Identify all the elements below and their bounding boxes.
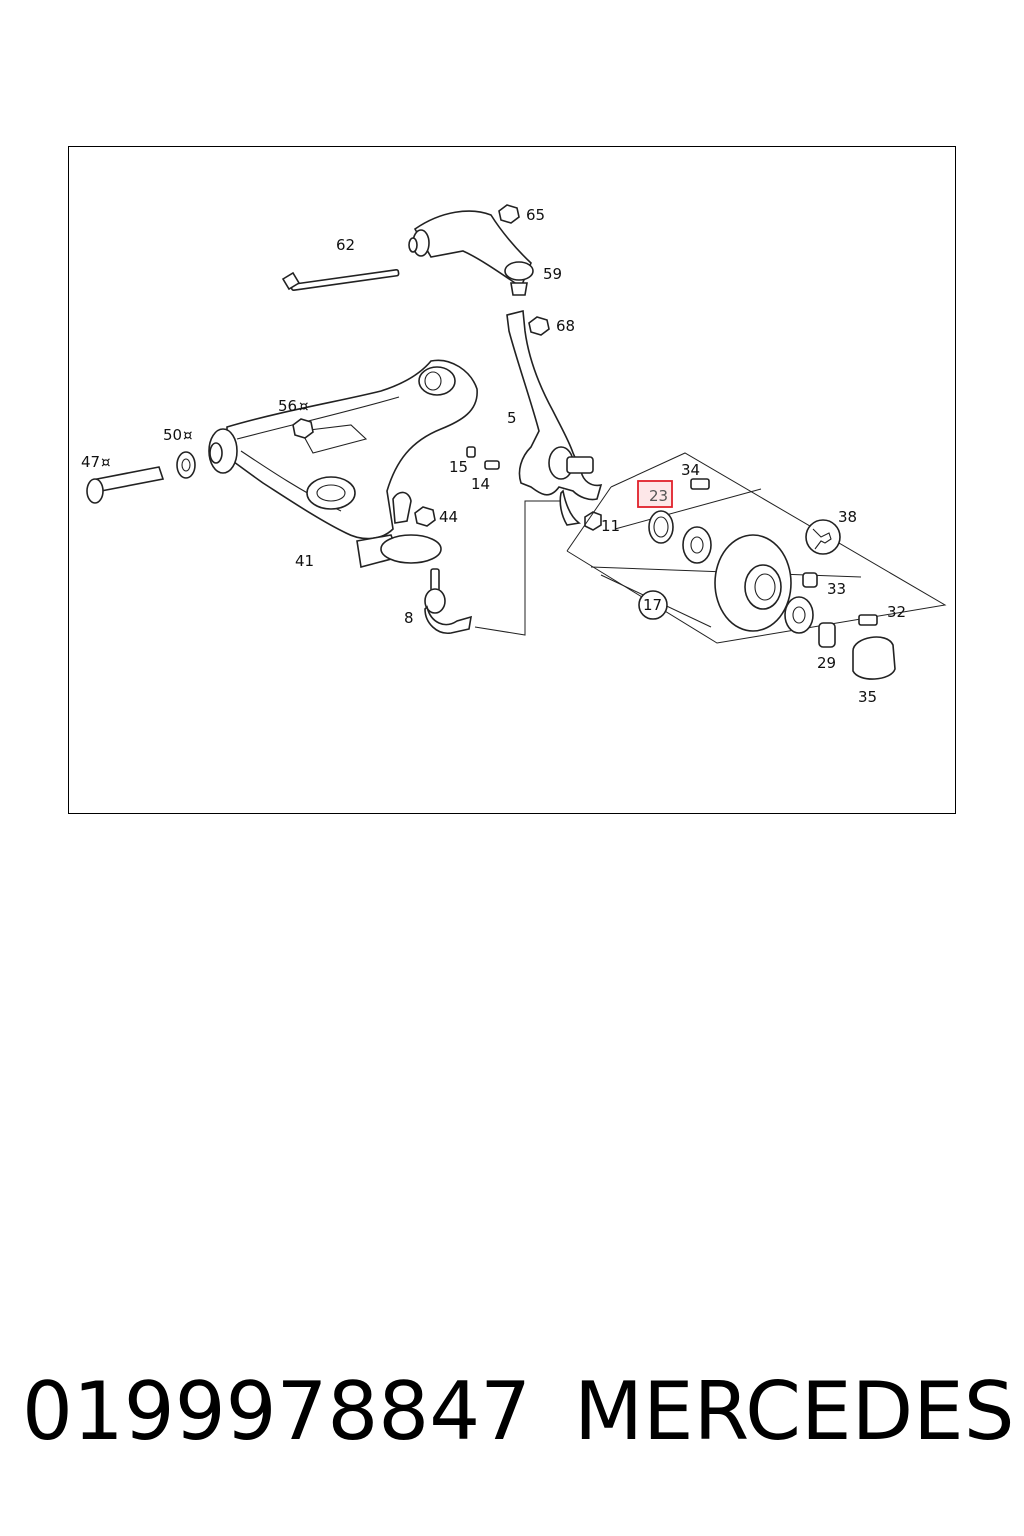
part-number: 0199978847 (22, 1365, 531, 1458)
nut-part (528, 316, 550, 336)
bolt-part (86, 466, 165, 504)
callout-label: 47 (81, 453, 100, 471)
wheel-hub-part (714, 534, 792, 632)
lower-control-arm-part (208, 359, 478, 568)
wrench-icon (805, 519, 841, 555)
callout-label: 44 (439, 508, 458, 526)
callout-label: 14 (471, 475, 490, 493)
bushing-part (176, 451, 196, 479)
assembly-callout-circle (638, 590, 668, 620)
callout-label: 33 (827, 580, 846, 598)
callout-label: 29 (817, 654, 836, 672)
callout-label: 15 (449, 458, 468, 476)
callout-label: 62 (336, 236, 355, 254)
callout-label: 35 (858, 688, 877, 706)
steering-knuckle-part (506, 309, 603, 526)
callout-label: 59 (543, 265, 562, 283)
bearing-part (784, 596, 814, 634)
bolt-part (281, 268, 400, 292)
callout-label: 56 (278, 397, 297, 415)
callout-label: 50 (163, 426, 182, 444)
replaceable-mark-icon: ¤ (183, 426, 193, 444)
highlighted-callout-box[interactable] (637, 480, 673, 508)
seal-ring-part (648, 510, 674, 544)
small-bolts-part (466, 446, 602, 531)
callout-label: 34 (681, 461, 700, 479)
dust-cap-part (852, 636, 896, 680)
clamp-nut-part (818, 622, 836, 648)
callout-label: 5 (507, 409, 517, 427)
brand-name: MERCEDES (574, 1365, 1015, 1458)
bolt-part (690, 478, 878, 626)
nut-part (498, 204, 520, 224)
replaceable-mark-icon: ¤ (101, 453, 111, 471)
nut-part (292, 418, 436, 527)
callout-label: 17 (643, 596, 662, 614)
callout-label: 65 (526, 206, 545, 224)
replaceable-mark-icon: ¤ (299, 397, 309, 415)
upper-control-arm-part (408, 210, 534, 296)
ball-joint-part (424, 568, 472, 634)
callout-label: 32 (887, 603, 906, 621)
bearing-part (682, 526, 712, 564)
callout-label: 41 (295, 552, 314, 570)
callout-label: 38 (838, 508, 857, 526)
callout-label: 11 (601, 517, 620, 535)
parts-diagram-frame: 62 65 59 68 5 56 50 47 15 14 11 34 23 38… (68, 146, 956, 814)
highlighted-callout-label[interactable]: 23 (649, 487, 668, 505)
suspension-exploded-diagram: 62 65 59 68 5 56 50 47 15 14 11 34 23 38… (81, 204, 947, 706)
callout-label: 68 (556, 317, 575, 335)
callout-label: 8 (404, 609, 414, 627)
